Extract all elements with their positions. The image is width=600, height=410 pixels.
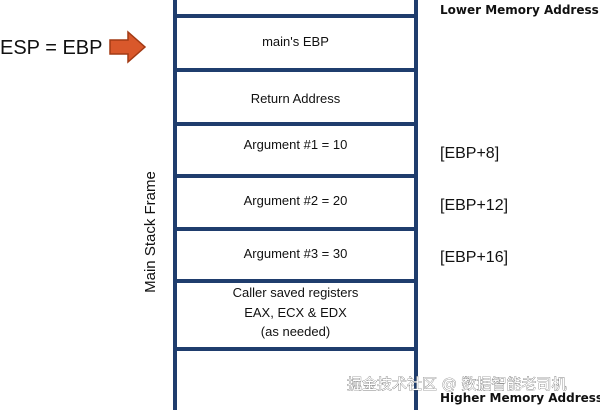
ebp-offset-label: [EBP+12] — [440, 197, 508, 214]
slot-label: (as needed) — [261, 324, 330, 339]
slot-label: EAX, ECX & EDX — [244, 305, 347, 320]
stack-slot: Argument #2 = 20 [EBP+12] — [244, 193, 508, 214]
pointer-label: ESP = EBP — [0, 37, 102, 59]
slot-label: Argument #1 = 10 — [244, 137, 348, 152]
slot-label: main's EBP — [262, 34, 329, 49]
stack-slot: Argument #1 = 10 [EBP+8] — [244, 137, 500, 162]
stack-frame-label: Main Stack Frame — [142, 171, 159, 293]
slot-label: Return Address — [251, 91, 341, 106]
stack-slot: main's EBP — [262, 34, 329, 49]
slot-label: Caller saved registers — [233, 285, 359, 300]
stack-slot: Argument #3 = 30 [EBP+16] — [244, 246, 508, 266]
ebp-offset-label: [EBP+16] — [440, 249, 508, 266]
pointer-arrow-icon — [109, 30, 147, 64]
lower-memory-label: Lower Memory Address — [440, 3, 599, 17]
ebp-offset-label: [EBP+8] — [440, 145, 499, 162]
higher-memory-label: Higher Memory Address — [440, 391, 600, 405]
stack-slot: Return Address — [251, 91, 341, 106]
slot-label: Argument #2 = 20 — [244, 193, 348, 208]
slot-label: Argument #3 = 30 — [244, 246, 348, 261]
watermark: 掘金技术社区 @ 数据智能老司机 — [347, 375, 567, 393]
